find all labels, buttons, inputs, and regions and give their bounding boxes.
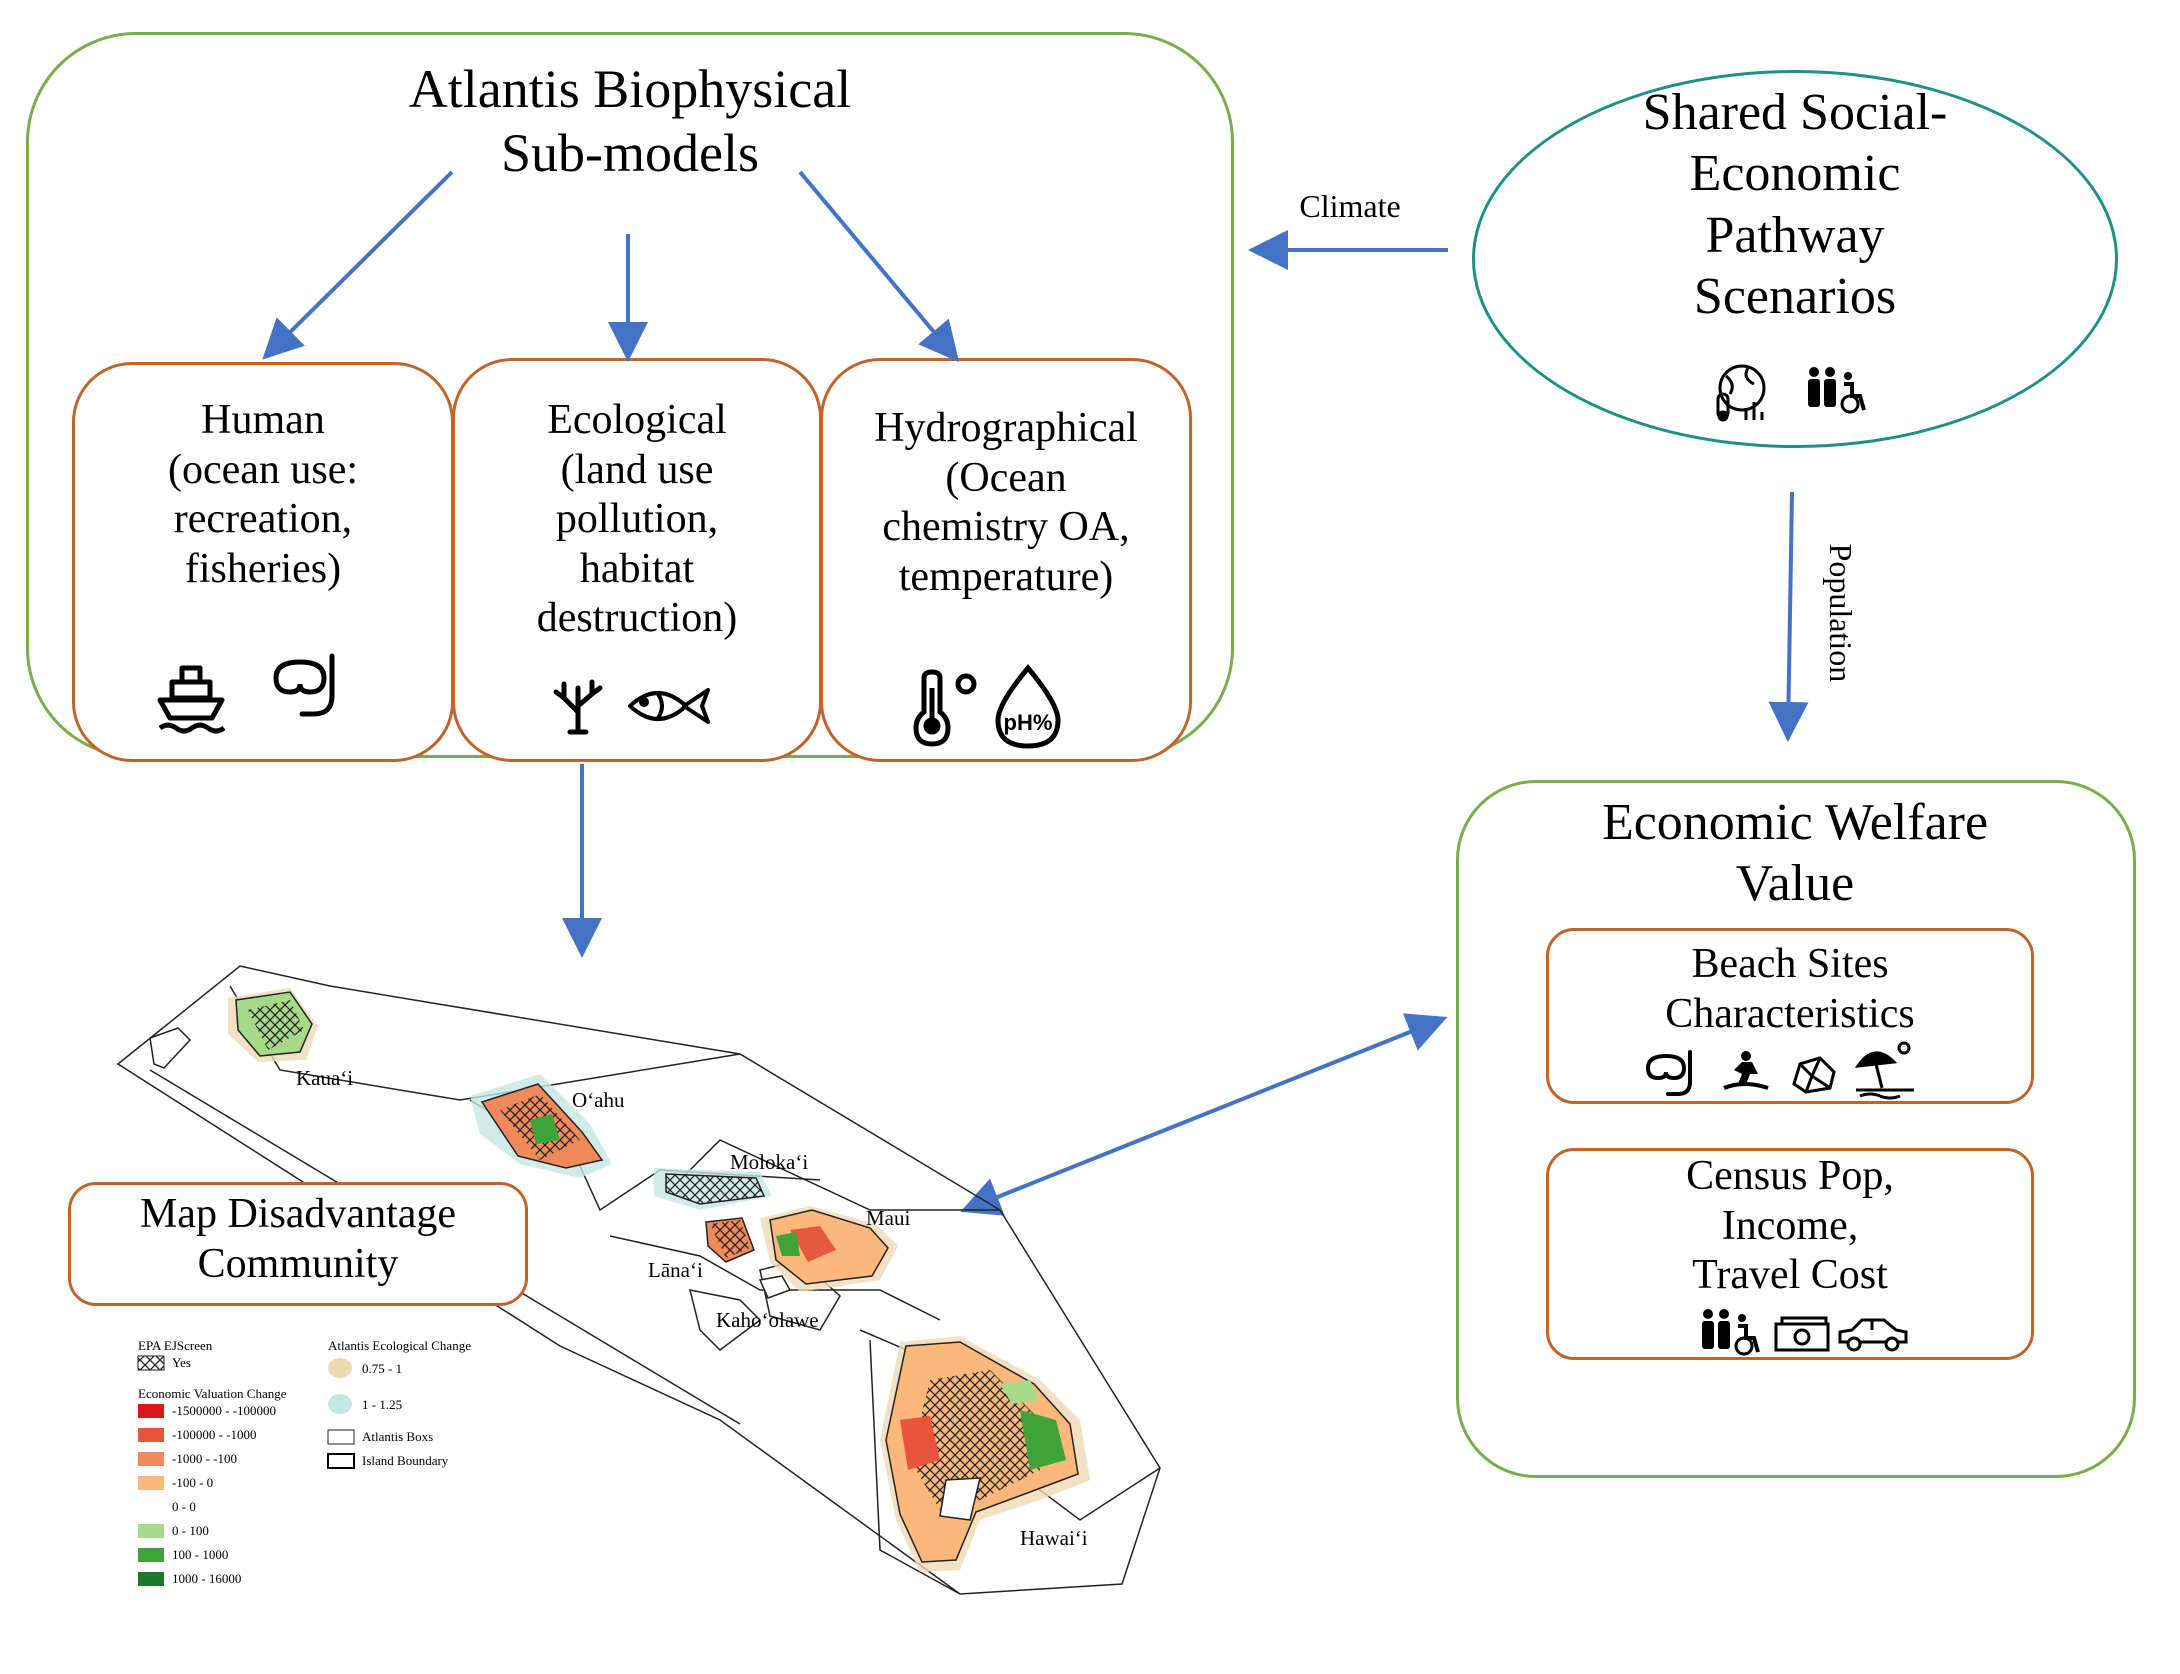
rock-icon xyxy=(1792,1056,1836,1094)
legend-ejscreen-yes: Yes xyxy=(172,1355,191,1370)
people-icon xyxy=(1702,1309,1760,1356)
legend-ecological-1: 1 - 1.25 xyxy=(362,1397,403,1412)
legend-boundary: Island Boundary xyxy=(362,1453,449,1468)
island-label-lanai: Lāna‘i xyxy=(648,1258,703,1282)
coral-icon xyxy=(553,679,603,735)
ssp-ellipse xyxy=(1472,70,2118,448)
population-arrow xyxy=(1768,491,1809,742)
island-label-oahu: O‘ahu xyxy=(572,1088,625,1112)
welfare-map-double-arrow xyxy=(960,1013,1448,1216)
map-legend-swatches xyxy=(137,1355,355,1586)
legend-ejscreen-title: EPA EJScreen xyxy=(138,1338,213,1353)
ssp-title: Shared Social- Economic Pathway Scenario… xyxy=(1642,84,1948,326)
welfare-title: Economic Welfare Value xyxy=(1601,794,1989,913)
legend-boxes: Atlantis Boxs xyxy=(362,1429,434,1444)
climate-globe-icon xyxy=(1716,364,1766,422)
legend-valuation-3: -100 - 0 xyxy=(172,1475,214,1490)
beach-umbrella-icon xyxy=(1854,1041,1914,1100)
ecological-swatch xyxy=(328,1394,352,1414)
welfare-container xyxy=(1456,780,2136,1478)
population-label: Population xyxy=(1822,543,1859,683)
valuation-swatch xyxy=(138,1572,164,1586)
car-icon xyxy=(1838,1318,1908,1352)
island-label-molokai: Moloka‘i xyxy=(730,1150,809,1174)
beach-sites-label: Beach Sites Characteristics xyxy=(1665,941,1915,1037)
island-kahoolawe xyxy=(758,1275,792,1299)
valuation-swatch xyxy=(138,1452,164,1466)
island-label-kauai: Kaua‘i xyxy=(296,1066,354,1090)
arrow-to-hydro xyxy=(798,170,960,363)
fish-icon xyxy=(628,688,710,724)
thermometer-icon xyxy=(913,669,977,747)
ecological-submodel-label: Ecological (land use pollution, habitat … xyxy=(536,397,738,642)
beach-sites-box xyxy=(1546,928,2034,1104)
ecological-swatch xyxy=(328,1358,352,1378)
legend-valuation-0: -1500000 - -100000 xyxy=(172,1403,276,1418)
legend-valuation-5: 0 - 100 xyxy=(172,1523,209,1538)
legend-valuation-7: 1000 - 16000 xyxy=(172,1571,242,1586)
atlantis-box-swatch xyxy=(327,1429,355,1445)
island-label-kahoolawe: Kaho‘olawe xyxy=(716,1308,819,1332)
ship-icon xyxy=(157,665,226,734)
atlantis-title: Atlantis Biophysical Sub-models xyxy=(408,59,852,183)
valuation-swatch xyxy=(138,1548,164,1562)
valuation-swatch xyxy=(138,1428,164,1442)
arrow-to-human xyxy=(262,170,454,360)
money-icon xyxy=(1774,1316,1830,1352)
legend-ecological-0: 0.75 - 1 xyxy=(362,1361,403,1376)
island-label-maui: Maui xyxy=(866,1206,911,1230)
valuation-swatch xyxy=(138,1404,164,1418)
census-label: Census Pop, Income, Travel Cost xyxy=(1686,1153,1894,1299)
ejscreen-swatch xyxy=(137,1355,165,1371)
snorkel-mask-icon xyxy=(273,653,335,717)
ecological-submodel-box xyxy=(452,358,822,762)
legend-valuation-title: Economic Valuation Change xyxy=(138,1386,287,1401)
hydro-submodel-label: Hydrographical (Ocean chemistry OA, temp… xyxy=(874,405,1138,600)
valuation-swatch xyxy=(138,1500,164,1514)
island-label-hawaii: Hawai‘i xyxy=(1020,1526,1088,1550)
surfer-icon xyxy=(1723,1051,1769,1090)
legend-valuation-4: 0 - 0 xyxy=(172,1499,196,1514)
legend-valuation-6: 100 - 1000 xyxy=(172,1547,229,1562)
legend-valuation-2: -1000 - -100 xyxy=(172,1451,237,1466)
map-disadvantage-label: Map Disadvantage Community xyxy=(139,1191,457,1287)
valuation-swatch xyxy=(138,1524,164,1538)
snorkel-mask-icon xyxy=(1645,1050,1692,1096)
legend-ecological-title: Atlantis Ecological Change xyxy=(328,1338,471,1353)
people-icon xyxy=(1808,367,1866,414)
svg-text:pH%: pH% xyxy=(1004,710,1053,735)
hawaii-map xyxy=(116,965,1161,1595)
ph-drop-icon: pH% xyxy=(995,664,1061,749)
legend-valuation-1: -100000 - -1000 xyxy=(172,1427,257,1442)
island-boundary-swatch xyxy=(327,1453,355,1469)
valuation-swatch xyxy=(138,1476,164,1490)
climate-label: Climate xyxy=(1299,188,1401,224)
human-submodel-label: Human (ocean use: recreation, fisheries) xyxy=(167,397,359,592)
map-disadvantage-box xyxy=(68,1182,528,1306)
